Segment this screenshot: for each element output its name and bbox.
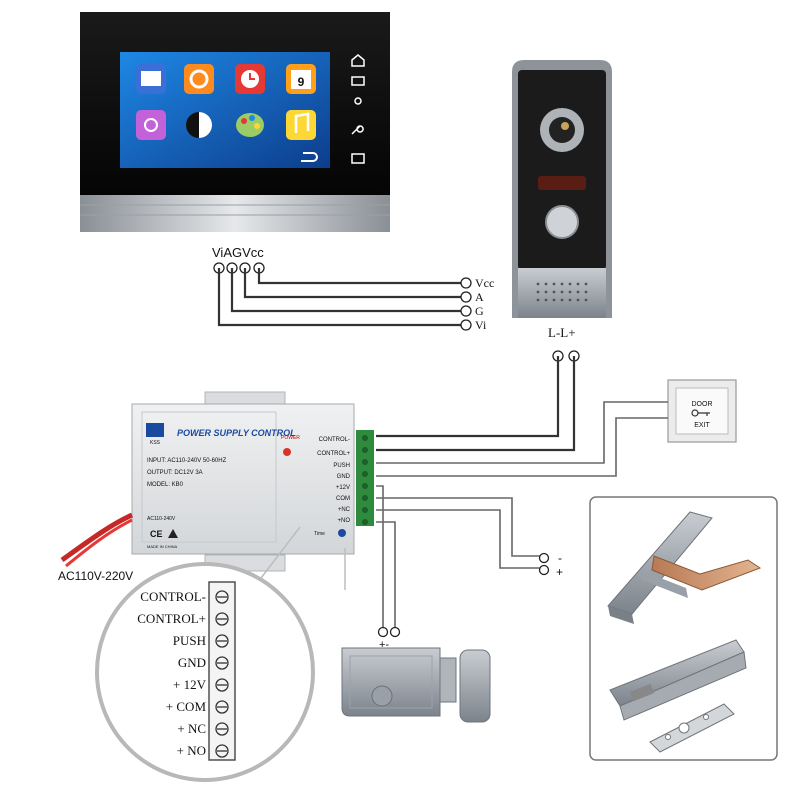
exit-button-wires: [376, 401, 668, 477]
ps-terminal-control-minus: CONTROL-: [319, 437, 350, 443]
drop-bolt-lock: [609, 639, 747, 753]
key-cylinder: [371, 685, 393, 707]
monitor-doorbell-wires: [217, 268, 462, 327]
mag-lock-minus: -: [558, 551, 562, 565]
monitor-terminal-labels: ViAGVcc: [212, 245, 264, 260]
palette-icon: [236, 113, 264, 137]
call-button: [545, 205, 579, 239]
home-icon: [351, 54, 365, 67]
exit-button: DOOR EXIT: [667, 379, 737, 443]
zoom-terminal-gnd: GND: [178, 655, 206, 670]
rim-lock-wires: [376, 485, 396, 628]
exit-button-line2: EXIT: [694, 422, 710, 429]
doorbell-terminal-vi: Vi: [475, 318, 487, 332]
ps-terminal-12v: +12V: [336, 485, 350, 491]
power-supply-input: INPUT: AC110-240V 50-60HZ: [147, 458, 227, 464]
power-supply-brand: KSS: [150, 440, 161, 446]
rim-lock-polarity: +-: [379, 639, 389, 651]
contrast-icon: [186, 112, 212, 138]
zoom-terminal-control-minus: CONTROL-: [140, 589, 206, 604]
music-icon: [286, 110, 316, 140]
calendar-icon: 9: [286, 64, 316, 94]
door-icon: [351, 153, 365, 164]
power-led-label: POWER: [281, 435, 300, 441]
power-supply-control-box: KSS POWER SUPPLY CONTROL POWER INPUT: AC…: [131, 391, 374, 572]
doorbell-power-label: L-L+: [548, 325, 576, 340]
ps-terminal-no: +NO: [337, 518, 350, 524]
ac-input-label: AC110V-220V: [58, 569, 133, 583]
power-supply-output: OUTPUT: DC12V 3A: [147, 470, 203, 476]
time-label: Time: [314, 531, 325, 537]
monitor-terminal-screws: [213, 262, 265, 274]
power-supply-model: MODEL: KB0: [147, 482, 184, 488]
doorbell-terminal-vcc: Vcc: [475, 276, 494, 290]
zoom-terminal-push: PUSH: [173, 633, 206, 648]
ps-terminal-push: PUSH: [333, 463, 350, 469]
brand-logo: [146, 423, 164, 437]
warning-icon: [168, 529, 178, 538]
ir-window: [538, 176, 586, 190]
zoom-terminal-com: + COM: [166, 699, 207, 714]
ce-mark: CE: [150, 529, 163, 539]
exit-button-line1: DOOR: [692, 401, 713, 408]
camera-icon: [351, 76, 365, 86]
clock-icon: [235, 64, 265, 94]
power-supply-made-in: MADE IN CHINA: [147, 544, 178, 549]
ps-terminal-gnd: GND: [337, 474, 351, 480]
ps-terminal-control-plus: CONTROL+: [317, 451, 350, 457]
terminal-block: [356, 430, 374, 526]
ps-terminal-nc: +NC: [338, 507, 351, 513]
brightness-icon: [136, 110, 166, 140]
calendar-day: 9: [298, 75, 305, 89]
key-icon: [691, 409, 710, 417]
rim-lock-terminal-screws: [377, 626, 401, 638]
power-led: [283, 448, 291, 456]
lock-options-panel: [589, 496, 778, 761]
time-knob: [338, 529, 346, 537]
zoom-terminal-control-plus: CONTROL+: [137, 611, 206, 626]
ps-terminal-com: COM: [336, 496, 350, 502]
rim-lock-strike: [459, 649, 491, 723]
power-supply-title: POWER SUPPLY CONTROL: [177, 428, 296, 438]
power-supply-voltage-tag: AC110-240V: [147, 516, 176, 522]
indoor-monitor: 9: [80, 12, 390, 232]
doorbell-terminal-a: A: [475, 290, 484, 304]
doorbell-terminal-screws: [460, 277, 472, 331]
electric-rim-lock: [341, 647, 491, 723]
zoom-terminal-no: + NO: [177, 743, 206, 758]
terminal-zoom-circle: CONTROL- CONTROL+ PUSH GND + 12V + COM +…: [95, 526, 346, 782]
photo-icon: [136, 64, 166, 94]
ac-power-cable: [60, 512, 134, 568]
mag-lock-terminal-screws: [538, 552, 550, 576]
doorbell-control-wires: [376, 356, 576, 452]
doorbell-terminal-g: G: [475, 304, 484, 318]
outdoor-doorbell-camera: [512, 60, 612, 318]
person-icon: [354, 97, 362, 105]
mag-lock-wires: [376, 497, 540, 569]
mag-lock-plus: +: [556, 565, 563, 579]
zoom-terminal-nc: + NC: [177, 721, 206, 736]
key-icon: [351, 125, 364, 135]
zoom-terminal-12v: + 12V: [173, 677, 207, 692]
back-icon: [301, 152, 318, 162]
magnetic-lock: [607, 511, 762, 624]
settings-icon: [184, 64, 214, 94]
